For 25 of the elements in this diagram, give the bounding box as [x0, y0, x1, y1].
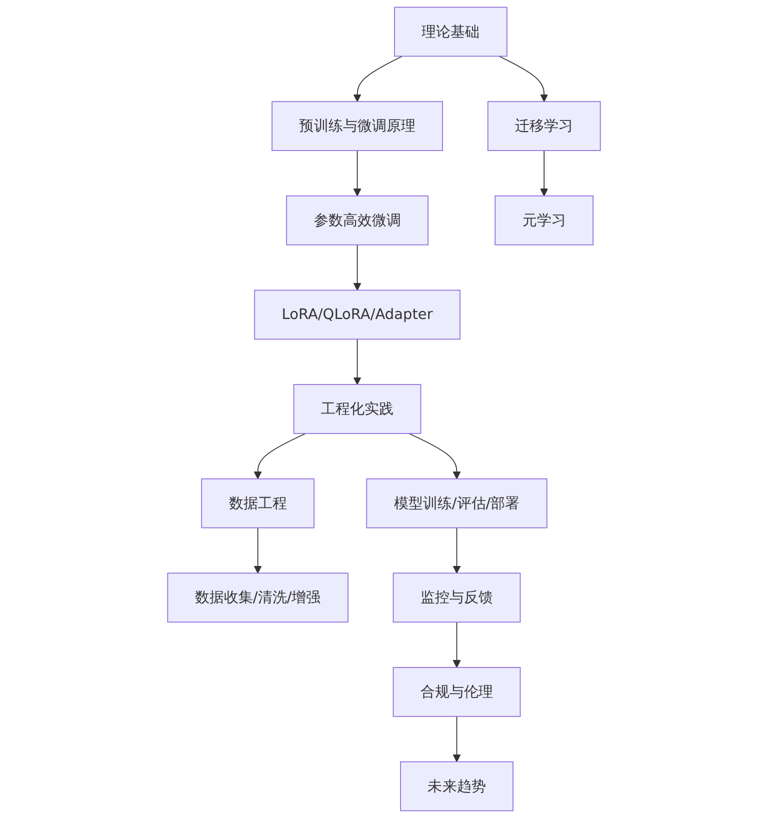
node-box [293, 384, 422, 434]
node-box [394, 6, 508, 57]
arrow [452, 527, 461, 574]
node-box [392, 667, 521, 717]
arrow [540, 150, 548, 196]
arrow [353, 244, 362, 291]
node-box [392, 572, 521, 623]
arrow [353, 56, 403, 102]
node-box [167, 572, 348, 623]
node-box [487, 101, 601, 151]
node-box [254, 290, 460, 340]
node-box [494, 195, 594, 246]
node-box [286, 195, 428, 246]
node-box [366, 478, 548, 528]
node-box [272, 101, 443, 151]
arrow [353, 150, 362, 196]
node-box [201, 478, 314, 528]
arrow [408, 433, 461, 480]
arrow [452, 622, 461, 668]
arrow [353, 338, 362, 385]
arrow [452, 716, 461, 762]
arrow [498, 56, 548, 102]
node-box [400, 761, 514, 812]
arrow [254, 527, 262, 574]
arrow [254, 433, 306, 480]
